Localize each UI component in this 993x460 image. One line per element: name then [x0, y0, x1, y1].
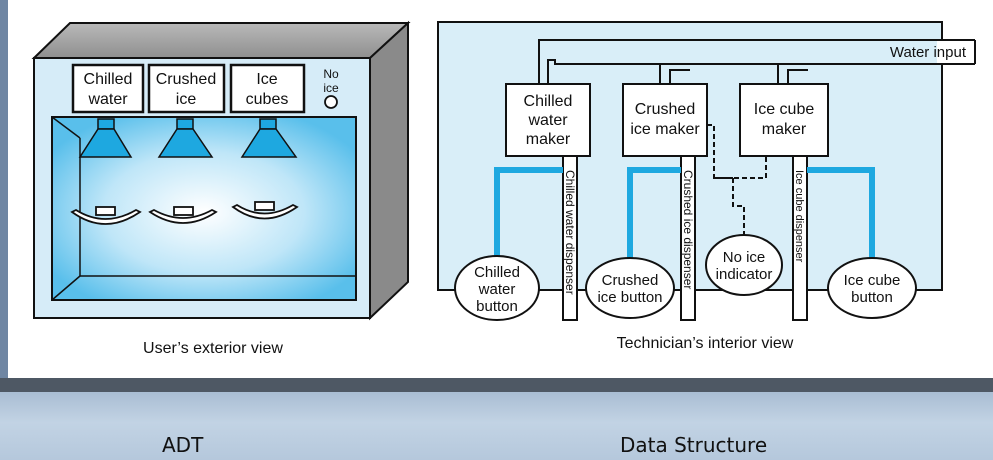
cup-holder-ice-cubes-icon: [231, 201, 299, 220]
cabinet-side: [369, 20, 409, 321]
exterior-ice-cubes-line2: cubes: [246, 91, 289, 108]
cup-holder-chilled-water-icon: [70, 206, 142, 225]
ice-cube-dispenser-tube: Ice cube dispenser: [792, 155, 808, 321]
crushed-ice-maker-line2: ice maker: [630, 121, 700, 138]
exterior-chilled-water-line2: water: [87, 91, 128, 108]
exterior-ice-cubes-line1: Ice: [256, 71, 277, 88]
no-ice-light-icon: [324, 95, 338, 109]
interior-chilled-water-button-line3: button: [476, 298, 518, 315]
nozzle-crushed-ice-icon: [157, 118, 214, 158]
interior-crushed-ice-button[interactable]: Crushed ice button: [585, 257, 675, 319]
indicator-signal-line: [707, 124, 767, 236]
chilled-water-maker-line3: maker: [526, 131, 571, 148]
data-structure-label: Data Structure: [620, 433, 768, 457]
exterior-caption: User’s exterior view: [143, 340, 283, 357]
exterior-view: Chilled water Crushed ice Ice cubes No i…: [31, 20, 411, 357]
interior-chilled-water-button[interactable]: Chilled water button: [454, 255, 540, 321]
chilled-water-maker-line2: water: [527, 112, 568, 129]
crushed-ice-dispenser-label: Crushed ice dispenser: [681, 170, 695, 289]
interior-ice-cube-button[interactable]: Ice cube button: [827, 257, 917, 319]
crushed-ice-maker: Crushed ice maker: [622, 83, 708, 157]
exterior-crushed-ice-line2: ice: [176, 91, 197, 108]
ice-machine-diagram: Chilled water Crushed ice Ice cubes No i…: [31, 20, 976, 357]
chilled-water-maker: Chilled water maker: [505, 83, 591, 157]
no-ice-indicator-line1: No ice: [723, 249, 766, 266]
water-input-label: Water input: [890, 44, 967, 61]
ice-cube-maker-line1: Ice cube: [754, 101, 815, 118]
interior-ice-cube-button-line2: button: [851, 289, 893, 306]
exterior-chilled-water-button[interactable]: Chilled water: [71, 63, 145, 114]
chilled-water-dispenser-tube: Chilled water dispenser: [562, 155, 578, 321]
chilled-water-connector: [494, 167, 563, 262]
crushed-ice-connector: [627, 167, 681, 260]
interior-crushed-ice-button-line2: ice button: [597, 289, 662, 306]
cabinet-top: [31, 22, 411, 59]
no-ice-label-line2: ice: [323, 81, 339, 95]
exterior-chilled-water-line1: Chilled: [84, 71, 133, 88]
slide-footer-band: [0, 392, 993, 460]
interior-caption: Technician’s interior view: [617, 335, 794, 352]
interior-ice-cube-button-line1: Ice cube: [844, 272, 901, 289]
exterior-crushed-ice-button[interactable]: Crushed ice: [147, 63, 226, 114]
interior-chilled-water-button-line1: Chilled: [474, 264, 520, 281]
ice-cube-maker: Ice cube maker: [739, 83, 829, 157]
interior-chilled-water-button-line2: water: [478, 281, 516, 298]
no-ice-indicator-line2: indicator: [716, 266, 773, 283]
chilled-water-dispenser-label: Chilled water dispenser: [563, 170, 577, 295]
ice-cube-maker-line2: maker: [762, 121, 807, 138]
adt-label: ADT: [162, 433, 204, 457]
slide-divider: [0, 378, 993, 392]
ice-cube-dispenser-label: Ice cube dispenser: [793, 170, 805, 263]
interior-view: Water input Chilled water maker Crushed …: [437, 21, 976, 352]
chilled-water-maker-line1: Chilled: [524, 93, 573, 110]
crushed-ice-dispenser-tube: Crushed ice dispenser: [680, 155, 696, 321]
water-input-pipe: [538, 39, 976, 84]
ice-cube-connector: [807, 167, 875, 262]
cup-holder-crushed-ice-icon: [148, 206, 218, 224]
nozzle-ice-cubes-icon: [240, 118, 298, 158]
no-ice-indicator: No ice indicator: [705, 234, 783, 296]
interior-crushed-ice-button-line1: Crushed: [602, 272, 659, 289]
nozzle-chilled-water-icon: [78, 118, 133, 158]
exterior-crushed-ice-line1: Crushed: [156, 71, 216, 88]
no-ice-label-line1: No: [323, 67, 339, 81]
exterior-ice-cubes-button[interactable]: Ice cubes: [229, 63, 306, 114]
crushed-ice-maker-line1: Crushed: [635, 101, 695, 118]
slide-left-edge: [0, 0, 8, 380]
